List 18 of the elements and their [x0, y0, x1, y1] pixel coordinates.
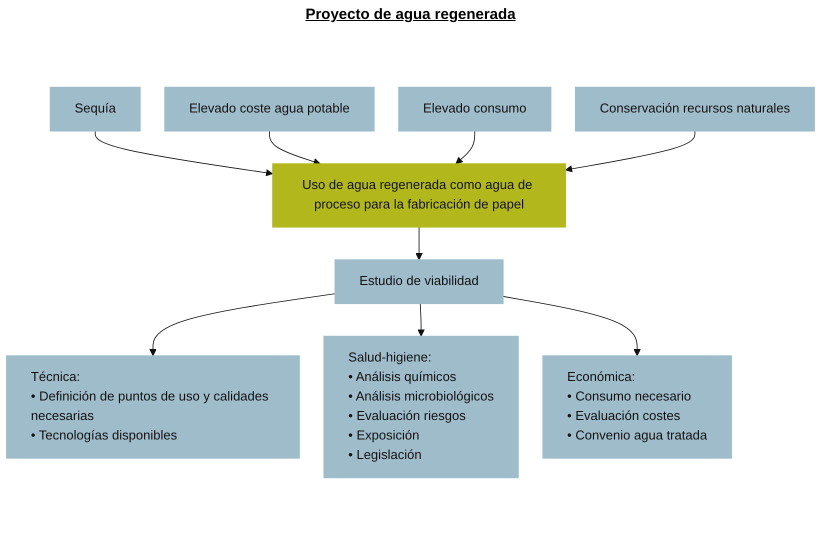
node-box: Elevado consumo: [398, 86, 552, 132]
arrow: [418, 303, 425, 337]
arrow: [94, 130, 273, 176]
node-box: Sequía: [50, 86, 141, 132]
arrow: [415, 226, 423, 260]
node-box: Conservación recursos naturales: [574, 86, 815, 132]
node-box: Técnica: • Definición de puntos de uso y calidades necesarias • Tecnologías disponibles: [6, 355, 300, 459]
diagram-title: Proyecto de agua regenerada: [304, 6, 517, 23]
node-box: Uso de agua regenerada como agua de proceso para la fabricación de papel: [272, 163, 566, 228]
node-box: Estudio de viabilidad: [334, 259, 504, 304]
node-box: Económica: • Consumo necesario • Evaluación costes • Convenio agua tratada: [542, 355, 732, 459]
node-box: Salud-higiene: • Análisis químicos • Análisis microbiológicos • Evaluación riesgos • Exposición • Legislación: [323, 336, 519, 478]
arrow: [456, 130, 476, 164]
arrow: [502, 296, 641, 356]
arrow: [149, 293, 336, 356]
node-box: Elevado coste agua potable: [164, 86, 375, 132]
arrow: [269, 130, 320, 166]
arrow: [565, 130, 696, 172]
